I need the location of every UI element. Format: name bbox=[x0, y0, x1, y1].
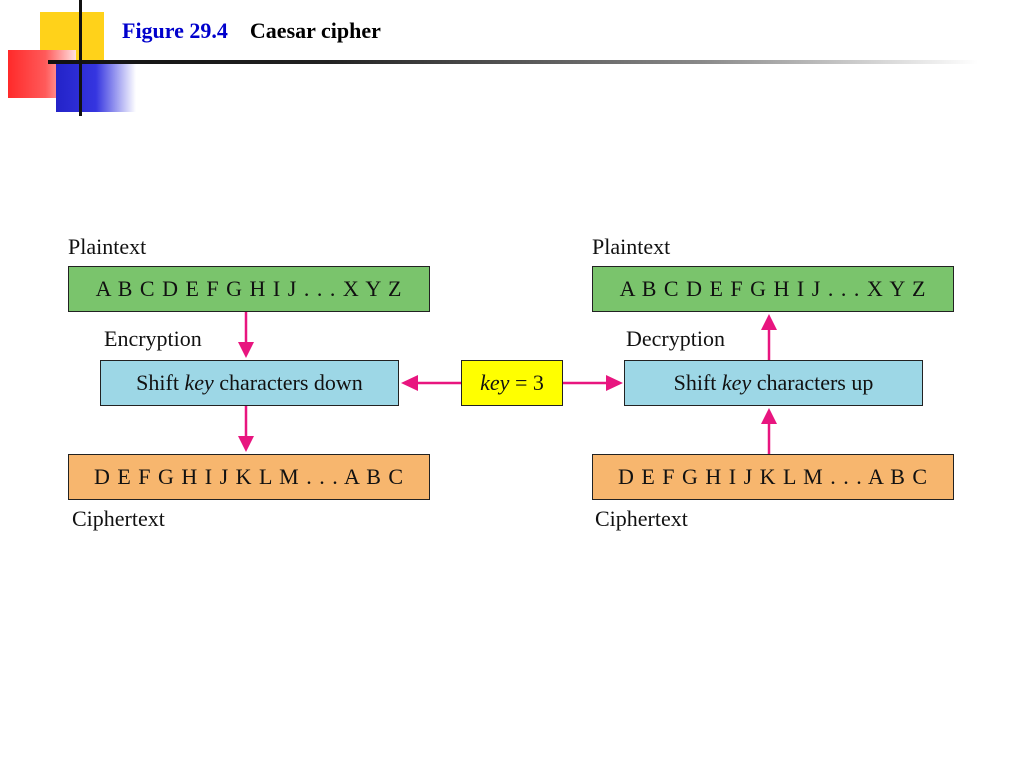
arrow-ciphertext-to-decryption bbox=[761, 408, 777, 454]
slide-title: Figure 29.4 Caesar cipher bbox=[122, 18, 381, 44]
encryption-ciphertext-box: D E F G H I J K L M . . . A B C bbox=[68, 454, 430, 500]
encryption-shift-prefix: Shift bbox=[136, 370, 179, 395]
key-word: key bbox=[480, 370, 510, 395]
encryption-ciphertext-sequence: D E F G H I J K L M . . . A B C bbox=[93, 464, 405, 489]
arrow-encryption-to-ciphertext bbox=[238, 406, 254, 452]
arrow-plaintext-to-encryption bbox=[238, 312, 254, 358]
decryption-shift-prefix: Shift bbox=[673, 370, 717, 395]
header-decoration-blue bbox=[56, 62, 136, 112]
arrow-key-to-encryption bbox=[401, 375, 461, 391]
encryption-process-label: Encryption bbox=[104, 326, 202, 351]
encryption-plaintext-box: A B C D E F G H I J . . . X Y Z bbox=[68, 266, 430, 312]
decryption-shift-box: Shift key characters up bbox=[624, 360, 923, 406]
encryption-shift-box: Shift key characters down bbox=[100, 360, 399, 406]
key-value: = 3 bbox=[514, 370, 544, 395]
encryption-shift-suffix: characters down bbox=[219, 370, 363, 395]
decryption-ciphertext-box: D E F G H I J K L M . . . A B C bbox=[592, 454, 954, 500]
decryption-ciphertext-label: Ciphertext bbox=[595, 506, 688, 531]
decryption-plaintext-label: Plaintext bbox=[592, 234, 671, 259]
header-vertical-line bbox=[79, 0, 82, 116]
encryption-shift-key-word: key bbox=[184, 370, 214, 395]
decryption-shift-key-word: key bbox=[721, 370, 752, 395]
decryption-ciphertext-sequence: D E F G H I J K L M . . . A B C bbox=[617, 464, 929, 489]
encryption-plaintext-sequence: A B C D E F G H I J . . . X Y Z bbox=[95, 276, 403, 301]
decryption-shift-suffix: characters up bbox=[756, 370, 874, 395]
header-divider-line bbox=[48, 60, 978, 64]
decryption-plaintext-box: A B C D E F G H I J . . . X Y Z bbox=[592, 266, 954, 312]
figure-number: Figure 29.4 bbox=[122, 18, 228, 43]
encryption-ciphertext-label: Ciphertext bbox=[72, 506, 165, 531]
encryption-plaintext-label: Plaintext bbox=[68, 234, 147, 259]
decryption-plaintext-sequence: A B C D E F G H I J . . . X Y Z bbox=[619, 276, 927, 301]
arrow-key-to-decryption bbox=[563, 375, 623, 391]
arrow-decryption-to-plaintext bbox=[761, 314, 777, 360]
figure-title: Caesar cipher bbox=[249, 18, 381, 43]
decryption-process-label: Decryption bbox=[626, 326, 725, 351]
key-box: key = 3 bbox=[461, 360, 563, 406]
